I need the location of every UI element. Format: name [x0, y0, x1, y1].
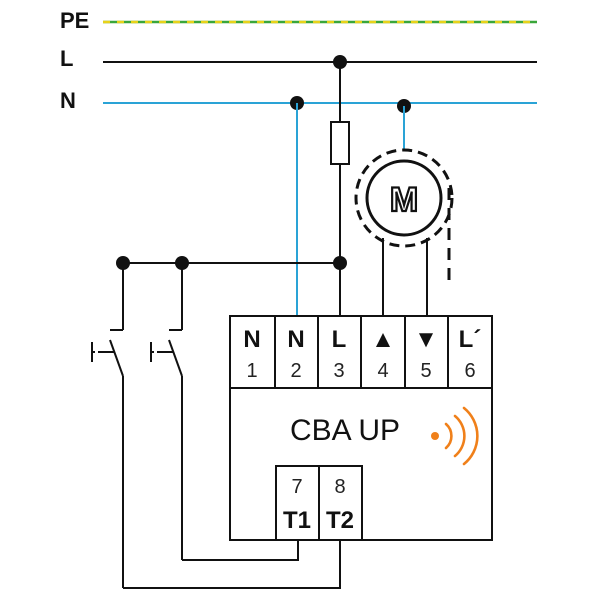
motor-icon: M [354, 148, 454, 248]
wireless-signal-icon [431, 406, 479, 466]
bus-label-n: N [60, 88, 76, 113]
fuse-icon [330, 121, 350, 165]
terminal-8-number: 8 [334, 476, 345, 498]
terminal-1-name: N [243, 326, 260, 353]
terminal-3-number: 3 [333, 360, 344, 382]
terminal-t1-name: T1 [283, 507, 311, 534]
wire-button-to-t2 [123, 540, 341, 589]
terminal-2-number: 2 [290, 360, 301, 382]
bus-label-l: L [60, 46, 73, 71]
terminal-5-name: ▼ [414, 326, 438, 353]
terminal-3-name: L [332, 326, 347, 353]
terminal-7-number: 7 [291, 476, 302, 498]
terminal-2-name: N [287, 326, 304, 353]
device-title: CBA UP [290, 414, 400, 447]
terminal-4-number: 4 [377, 360, 388, 382]
terminal-1-number: 1 [246, 360, 257, 382]
push-button-icon [150, 263, 183, 560]
terminal-t2-name: T2 [326, 507, 354, 534]
motor-letter: M [390, 181, 418, 219]
bus-label-pe: PE [60, 8, 89, 33]
terminal-6-name: L´ [459, 326, 482, 353]
terminal-5-number: 5 [420, 360, 431, 382]
junction-dot [333, 256, 347, 270]
push-button-icon [91, 263, 124, 588]
terminal-6-number: 6 [464, 360, 475, 382]
wire-button-to-t1 [182, 540, 299, 561]
terminal-4-name: ▲ [371, 326, 395, 353]
